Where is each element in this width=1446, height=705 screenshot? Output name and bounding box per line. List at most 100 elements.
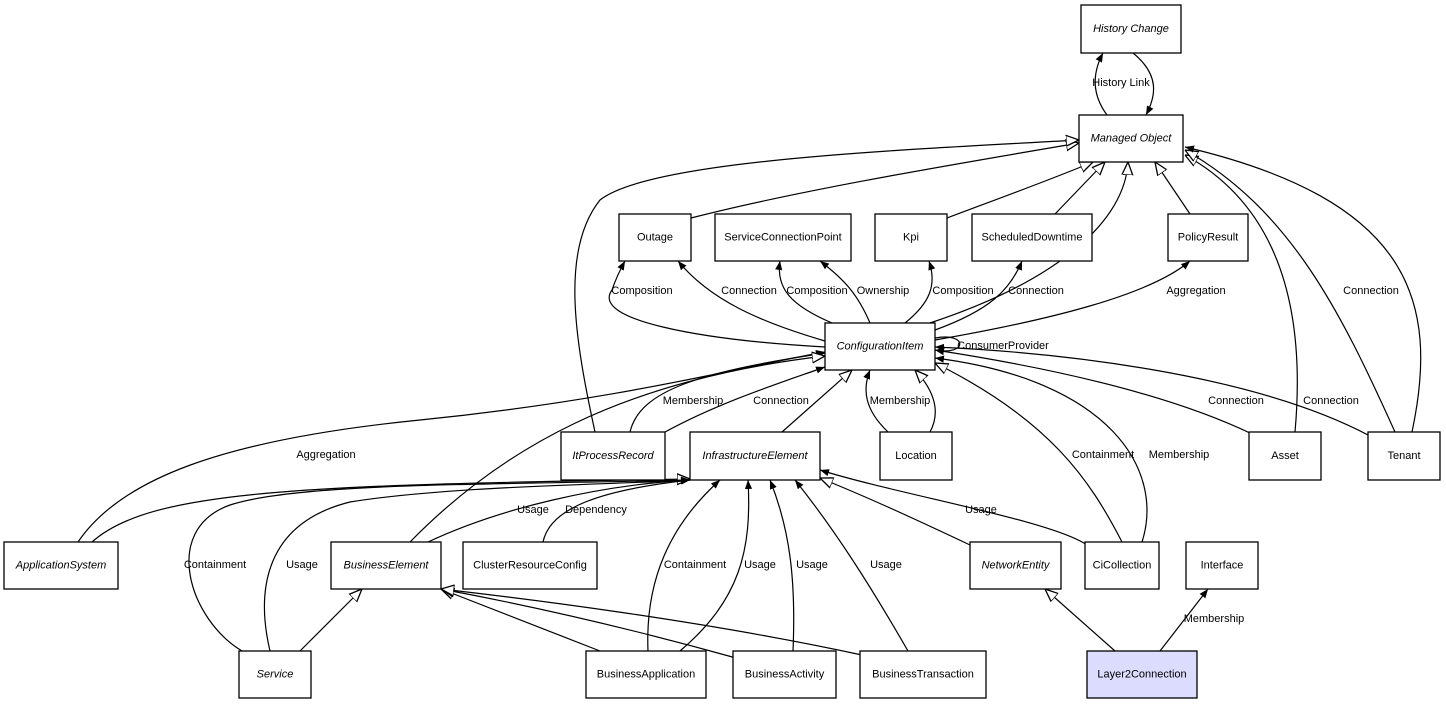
filled-arrow-line bbox=[677, 260, 826, 342]
generalization-edge bbox=[574, 140, 1079, 433]
hollow-arrow-line bbox=[1185, 150, 1396, 433]
edge-label: Aggregation bbox=[296, 449, 355, 461]
class-node-cluster-resource-config[interactable]: ClusterResourceConfig bbox=[462, 541, 598, 590]
association-edge bbox=[769, 479, 795, 652]
filled-arrow-line bbox=[934, 260, 1191, 341]
edge-label: Connection bbox=[1208, 395, 1264, 407]
filled-arrow-line bbox=[263, 476, 691, 652]
hollow-arrow-line bbox=[1045, 589, 1116, 652]
class-node-tenant[interactable]: Tenant bbox=[1367, 431, 1441, 481]
class-node-it-process-record[interactable]: ItProcessRecord bbox=[560, 431, 666, 481]
hollow-arrow-line bbox=[91, 479, 690, 543]
class-name: BusinessTransaction bbox=[872, 668, 974, 680]
class-name: ApplicationSystem bbox=[15, 559, 107, 571]
generalization-edge bbox=[441, 589, 737, 659]
class-node-application-system[interactable]: ApplicationSystem bbox=[3, 541, 119, 590]
edge-label: Membership bbox=[1149, 449, 1210, 461]
class-node-service[interactable]: Service bbox=[238, 650, 312, 699]
class-node-asset[interactable]: Asset bbox=[1248, 431, 1322, 481]
generalization-edge bbox=[1045, 589, 1116, 652]
association-edge bbox=[934, 343, 1371, 437]
edge-label: History Link bbox=[1092, 77, 1150, 89]
class-node-outage[interactable]: Outage bbox=[618, 213, 692, 262]
class-node-scheduled-downtime[interactable]: ScheduledDowntime bbox=[971, 213, 1093, 262]
association-edge bbox=[188, 476, 691, 652]
filled-arrow-line bbox=[1132, 52, 1155, 116]
filled-arrow-line bbox=[608, 260, 826, 348]
class-node-history-change[interactable]: History Change bbox=[1080, 4, 1182, 54]
class-node-layer2-connection[interactable]: Layer2Connection bbox=[1086, 650, 1198, 699]
class-node-business-application[interactable]: BusinessApplication bbox=[585, 650, 707, 699]
filled-arrow-line bbox=[1184, 145, 1422, 433]
filled-arrow-line bbox=[664, 366, 826, 433]
class-node-business-element[interactable]: BusinessElement bbox=[330, 541, 442, 590]
edge-label: Aggregation bbox=[1166, 285, 1225, 297]
class-name: PolicyResult bbox=[1178, 231, 1239, 243]
class-node-policy-result[interactable]: PolicyResult bbox=[1167, 213, 1249, 262]
hollow-arrow-line bbox=[1054, 162, 1105, 215]
association-edge bbox=[677, 260, 826, 342]
class-node-kpi[interactable]: Kpi bbox=[874, 213, 948, 262]
hollow-arrow-line bbox=[935, 363, 1123, 543]
class-box bbox=[3, 541, 119, 590]
class-name: Outage bbox=[637, 231, 673, 243]
class-box bbox=[1080, 4, 1182, 54]
filled-arrow-line bbox=[819, 260, 871, 324]
class-box bbox=[971, 213, 1093, 262]
class-node-location[interactable]: Location bbox=[879, 431, 953, 481]
edge-label: Usage bbox=[286, 559, 318, 571]
class-box bbox=[462, 541, 598, 590]
class-node-business-activity[interactable]: BusinessActivity bbox=[732, 650, 837, 699]
class-box bbox=[874, 213, 948, 262]
edge-label: Containment bbox=[184, 559, 246, 571]
generalization-edge bbox=[690, 143, 1079, 219]
filled-arrow-line bbox=[1159, 588, 1209, 652]
association-edge bbox=[263, 476, 691, 652]
class-node-managed-object[interactable]: Managed Object bbox=[1078, 114, 1184, 163]
association-edge bbox=[904, 260, 936, 324]
class-name: ConfigurationItem bbox=[837, 340, 924, 352]
filled-arrow-line bbox=[427, 476, 691, 543]
class-name: InfrastructureElement bbox=[702, 450, 808, 462]
association-edge bbox=[934, 260, 1191, 341]
class-box bbox=[859, 650, 987, 699]
class-node-configuration-item[interactable]: ConfigurationItem bbox=[824, 322, 936, 371]
edge-label: Containment bbox=[1072, 449, 1134, 461]
hollow-arrow-line bbox=[946, 162, 1093, 219]
class-name: Location bbox=[895, 450, 937, 462]
association-edge bbox=[819, 469, 1088, 546]
class-name: NetworkEntity bbox=[982, 559, 1051, 571]
edge-label: Membership bbox=[870, 395, 931, 407]
class-node-service-connection-point[interactable]: ServiceConnectionPoint bbox=[714, 213, 852, 262]
class-name: History Change bbox=[1093, 23, 1169, 35]
edge-label: Membership bbox=[663, 395, 724, 407]
class-box bbox=[689, 431, 821, 481]
class-name: Asset bbox=[1271, 450, 1299, 462]
class-node-ci-collection[interactable]: CiCollection bbox=[1084, 541, 1160, 590]
association-edge bbox=[794, 479, 909, 652]
class-box bbox=[1084, 541, 1160, 590]
class-name: ServiceConnectionPoint bbox=[724, 231, 841, 243]
class-node-interface[interactable]: Interface bbox=[1185, 541, 1259, 590]
generalization-edge bbox=[1185, 155, 1298, 433]
generalization-edge bbox=[820, 478, 971, 546]
association-edge bbox=[664, 366, 826, 433]
hollow-arrow-line bbox=[820, 478, 971, 546]
class-box bbox=[1367, 431, 1441, 481]
filled-arrow-line bbox=[794, 479, 909, 652]
hollow-arrow-line bbox=[441, 589, 737, 659]
class-node-network-entity[interactable]: NetworkEntity bbox=[969, 541, 1062, 590]
edge-label: Usage bbox=[796, 559, 828, 571]
edge-label: Connection bbox=[1343, 285, 1399, 297]
class-name: CiCollection bbox=[1093, 559, 1152, 571]
class-box bbox=[330, 541, 442, 590]
class-node-business-transaction[interactable]: BusinessTransaction bbox=[859, 650, 987, 699]
class-node-infrastructure-element[interactable]: InfrastructureElement bbox=[689, 431, 821, 481]
association-edge bbox=[934, 347, 1253, 435]
association-edge bbox=[775, 260, 833, 324]
generalization-edge bbox=[1054, 162, 1105, 215]
class-box bbox=[1086, 650, 1198, 699]
class-box bbox=[1167, 213, 1249, 262]
